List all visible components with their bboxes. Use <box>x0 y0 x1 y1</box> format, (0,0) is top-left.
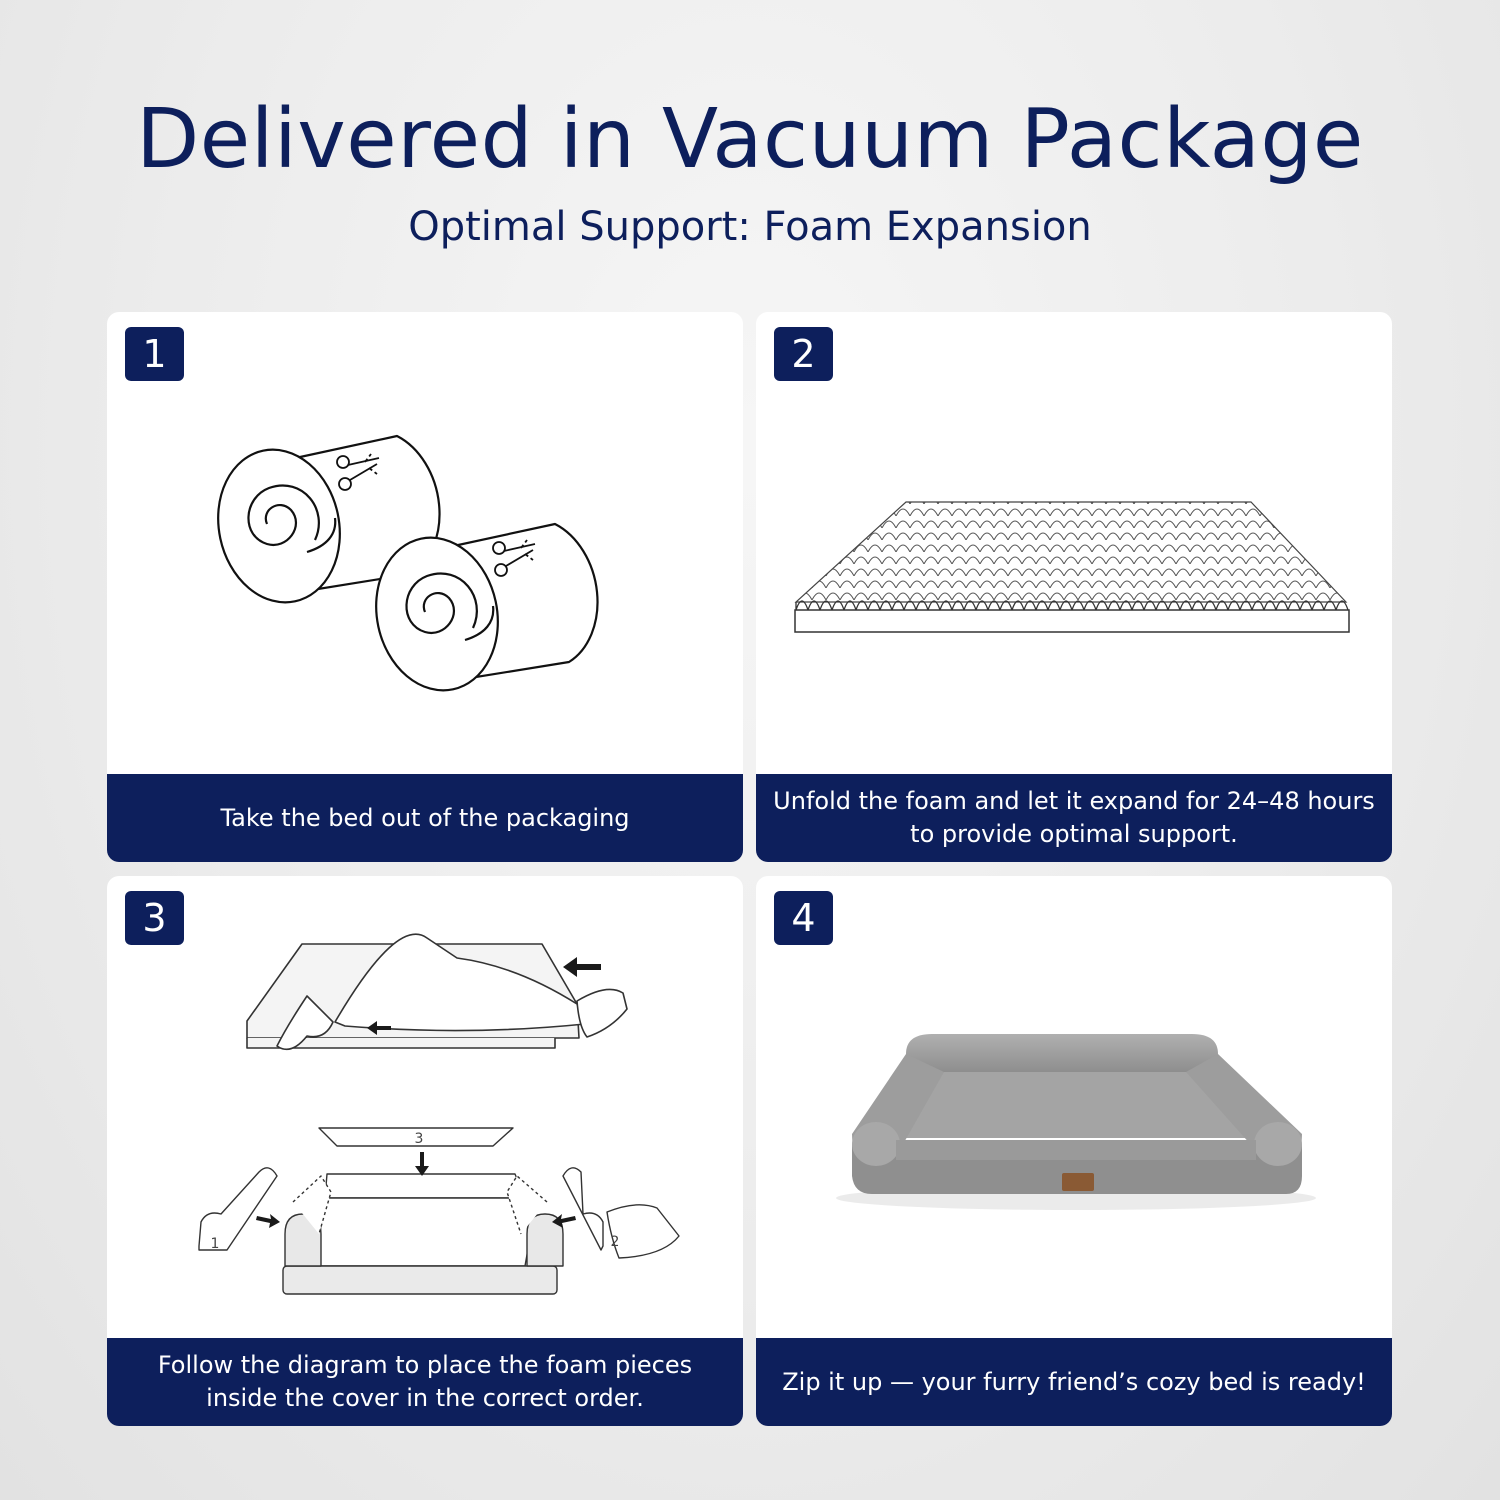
diagram-label-3: 3 <box>415 1131 424 1147</box>
step-caption: Take the bed out of the packaging <box>107 774 743 862</box>
assembly-diagram-icon: 3 1 2 <box>198 933 680 1295</box>
diagram-label-2: 2 <box>611 1234 620 1250</box>
step-number-badge: 1 <box>125 327 184 381</box>
page-title: Delivered in Vacuum Package <box>136 92 1364 187</box>
step-card-4: 4 Zip it up — your furry friend’s cozy b… <box>756 876 1392 1426</box>
step-caption: Zip it up — your furry friend’s cozy bed… <box>756 1338 1392 1426</box>
step-caption: Follow the diagram to place the foam pie… <box>107 1338 743 1426</box>
finished-dog-bed-icon <box>836 1034 1316 1210</box>
step-number-badge: 4 <box>774 891 833 945</box>
step-number-badge: 2 <box>774 327 833 381</box>
step-card-3: 3 1 2 3 Follow the diagram to place the … <box>107 876 743 1426</box>
step-caption: Unfold the foam and let it expand for 24… <box>756 774 1392 862</box>
rolled-foam-scissors-icon <box>217 434 599 692</box>
step-number-badge: 3 <box>125 891 184 945</box>
diagram-label-1: 1 <box>211 1236 220 1252</box>
step-card-1: 1 Take the bed out of the packaging <box>107 312 743 862</box>
page-subtitle: Optimal Support: Foam Expansion <box>408 204 1092 250</box>
step-card-2: 2 Unfold the foam and let it expand for … <box>756 312 1392 862</box>
egg-crate-foam-icon <box>794 501 1350 633</box>
